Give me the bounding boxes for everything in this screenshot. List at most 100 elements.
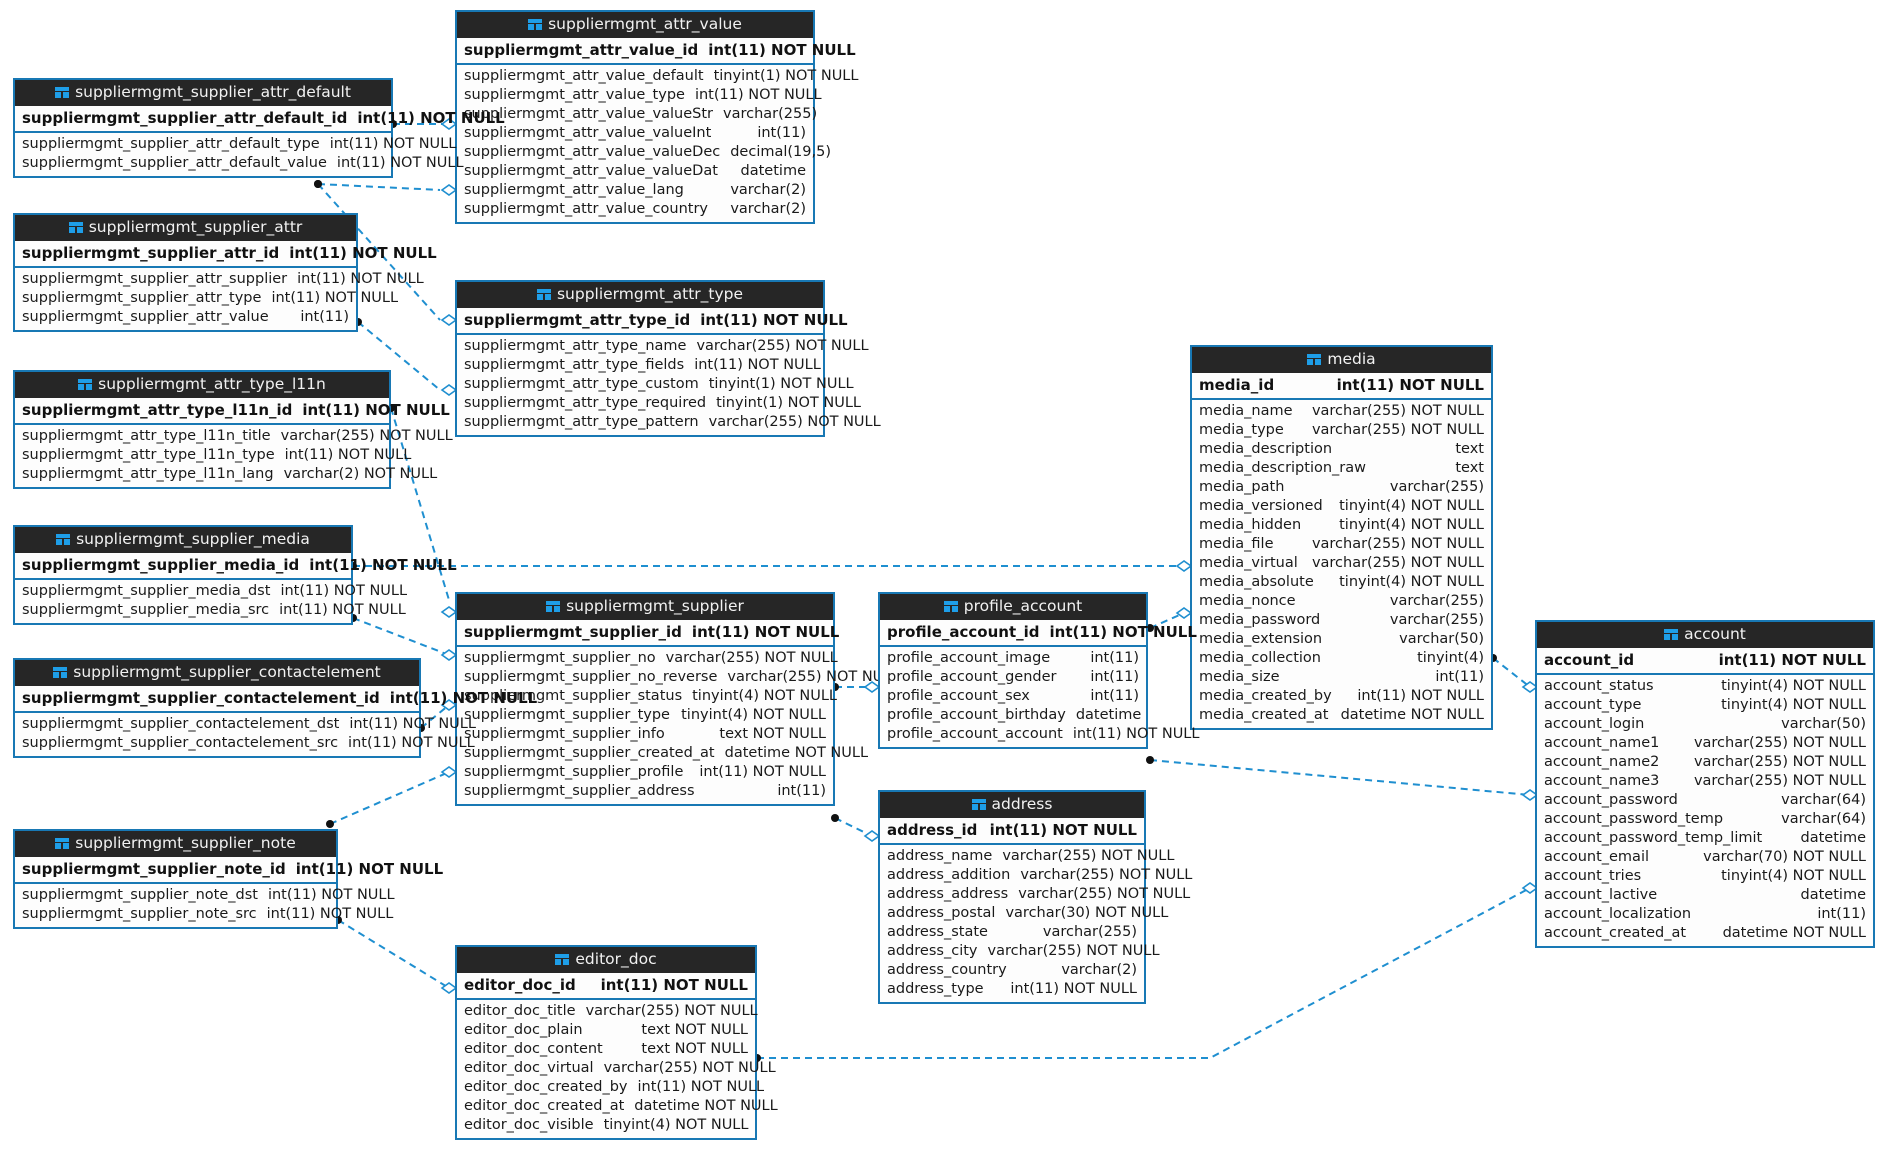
column-row[interactable]: suppliermgmt_supplier_contactelement_src… xyxy=(15,734,475,753)
column-row[interactable]: suppliermgmt_supplier_attr_default_value… xyxy=(15,154,464,173)
column-row[interactable]: suppliermgmt_supplier_contactelement_dst… xyxy=(15,715,476,734)
